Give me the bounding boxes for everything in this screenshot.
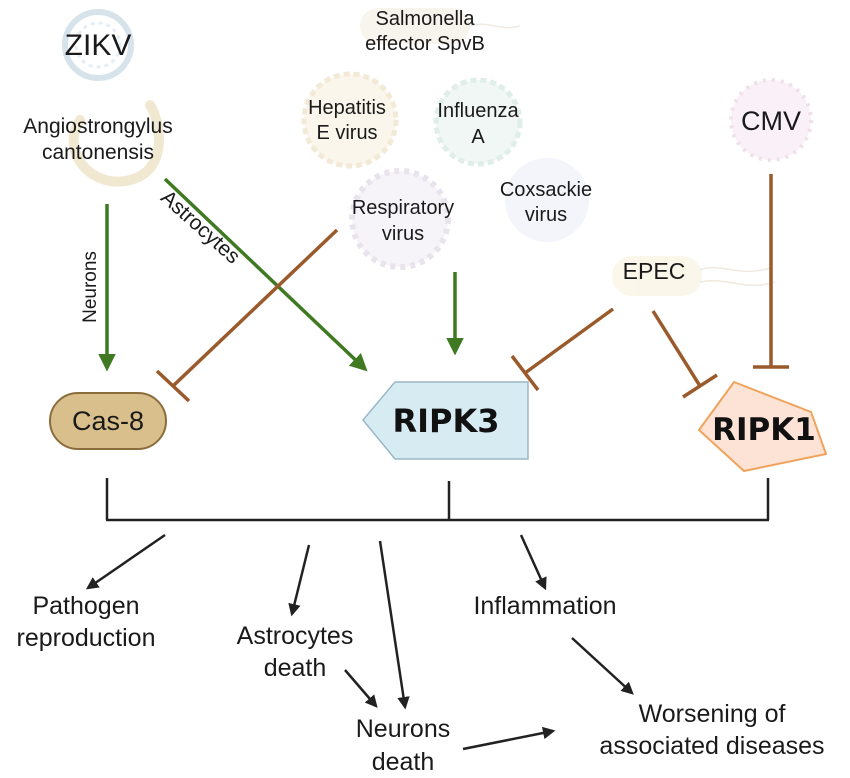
hepatitis-virus-icon [301,71,399,169]
pathogen-reproduction-line2: reproduction [17,624,156,652]
astrocytes-death-line1: Astrocytes [237,622,354,650]
respiratory-inhibits-cas8 [155,228,339,403]
to-astrocytes-death-arrow [288,544,311,617]
epec-inhibits-ripk3 [510,307,615,392]
neurons-death-to-worsening-arrow [462,726,556,751]
to-pathogen-reproduction-arrow [85,533,166,590]
epec-inhibits-ripk1 [651,310,718,399]
cmv-label: CMV [741,106,801,136]
inflammation-label: Inflammation [473,592,616,620]
zikv-virus-icon [62,9,134,81]
hepatitis-label-line2: E virus [316,122,377,144]
coxsackie-virus-icon [505,158,589,242]
ripk1-node: RIPK1 [697,380,828,473]
astrocytes-to-neurons-death-arrow [344,669,378,708]
ripk3-node: RIPK3 [362,381,529,460]
bacterium-icon [360,8,521,44]
neurons-death-line2: death [372,748,435,776]
respiratory-label-line2: virus [382,223,424,245]
coxsackie-label-line2: virus [525,204,567,226]
influenza-label-line2: A [471,126,485,148]
worsening-line1: Worsening of [639,700,786,728]
astrocytes-death-line2: death [264,654,327,682]
hepatitis-label-line1: Hepatitis [308,97,386,119]
ripk3-label: RIPK3 [392,402,499,440]
worsening-line2: associated diseases [599,732,824,760]
epec-label: EPEC [623,258,686,284]
pathogen-reproduction-line1: Pathogen [32,592,139,620]
to-inflammation-arrow [519,534,547,591]
to-neurons-death-arrow [378,540,410,710]
influenza-label-line1: Influenza [437,100,519,122]
ripk1-label: RIPK1 [712,412,816,448]
angiostrongylus-label-line2: cantonensis [42,141,154,164]
angiostrongylus-label-line1: Angiostrongylus [23,115,172,138]
salmonella-label-line2: effector SpvB [365,33,485,55]
convergence-bracket [105,478,770,522]
cas8-label: Cas-8 [72,406,144,436]
cmv-virus-icon [729,78,813,162]
influenza-virus-icon [433,77,523,167]
coxsackie-label-line1: Coxsackie [500,179,592,201]
epec-bacterium-icon [612,256,776,296]
neurons-edge-label: Neurons [80,251,101,323]
astrocytes-activation-arrow [163,177,368,372]
salmonella-label-line1: Salmonella [376,8,476,30]
zikv-label: ZIKV [65,29,132,62]
inflammation-to-worsening-arrow [571,637,634,695]
cmv-inhibits-ripk1 [753,174,789,369]
neurons-death-line1: Neurons [356,715,451,743]
cas8-node: Cas-8 [49,392,167,450]
astrocytes-edge-label: Astrocytes [156,186,244,269]
respiratory-label-line1: Respiratory [352,197,454,219]
respiratory-virus-icon [349,168,451,270]
worm-icon [68,100,164,187]
